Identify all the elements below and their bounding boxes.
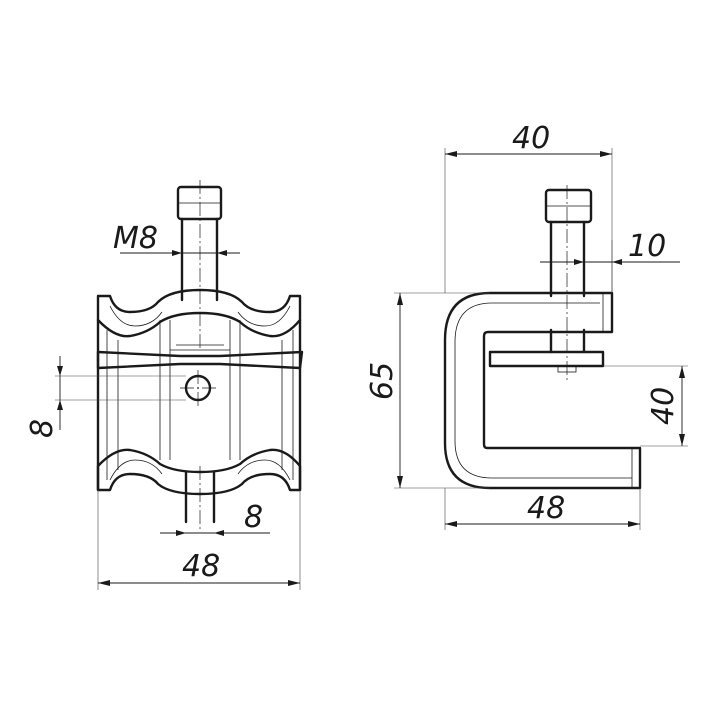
bolt-offset-label: 10 xyxy=(628,229,666,264)
side-view: 40 10 65 40 48 xyxy=(365,121,688,530)
bolt-size-label: M8 xyxy=(113,221,158,256)
top-width-label: 40 xyxy=(512,121,550,156)
clamp-plate xyxy=(96,350,304,370)
upper-jaw xyxy=(96,288,302,338)
front-view: M8 8 8 48 xyxy=(25,180,304,590)
total-width-label: 48 xyxy=(182,549,220,584)
c-frame xyxy=(443,291,642,490)
bore-width-label: 8 xyxy=(25,419,60,438)
height-label: 65 xyxy=(365,362,400,400)
lower-jaw xyxy=(96,448,302,496)
shaft-width-label: 8 xyxy=(244,500,263,535)
side-clamp-plate xyxy=(488,350,605,368)
jaw-opening-label: 40 xyxy=(646,387,681,425)
base-width-label: 48 xyxy=(527,491,565,526)
